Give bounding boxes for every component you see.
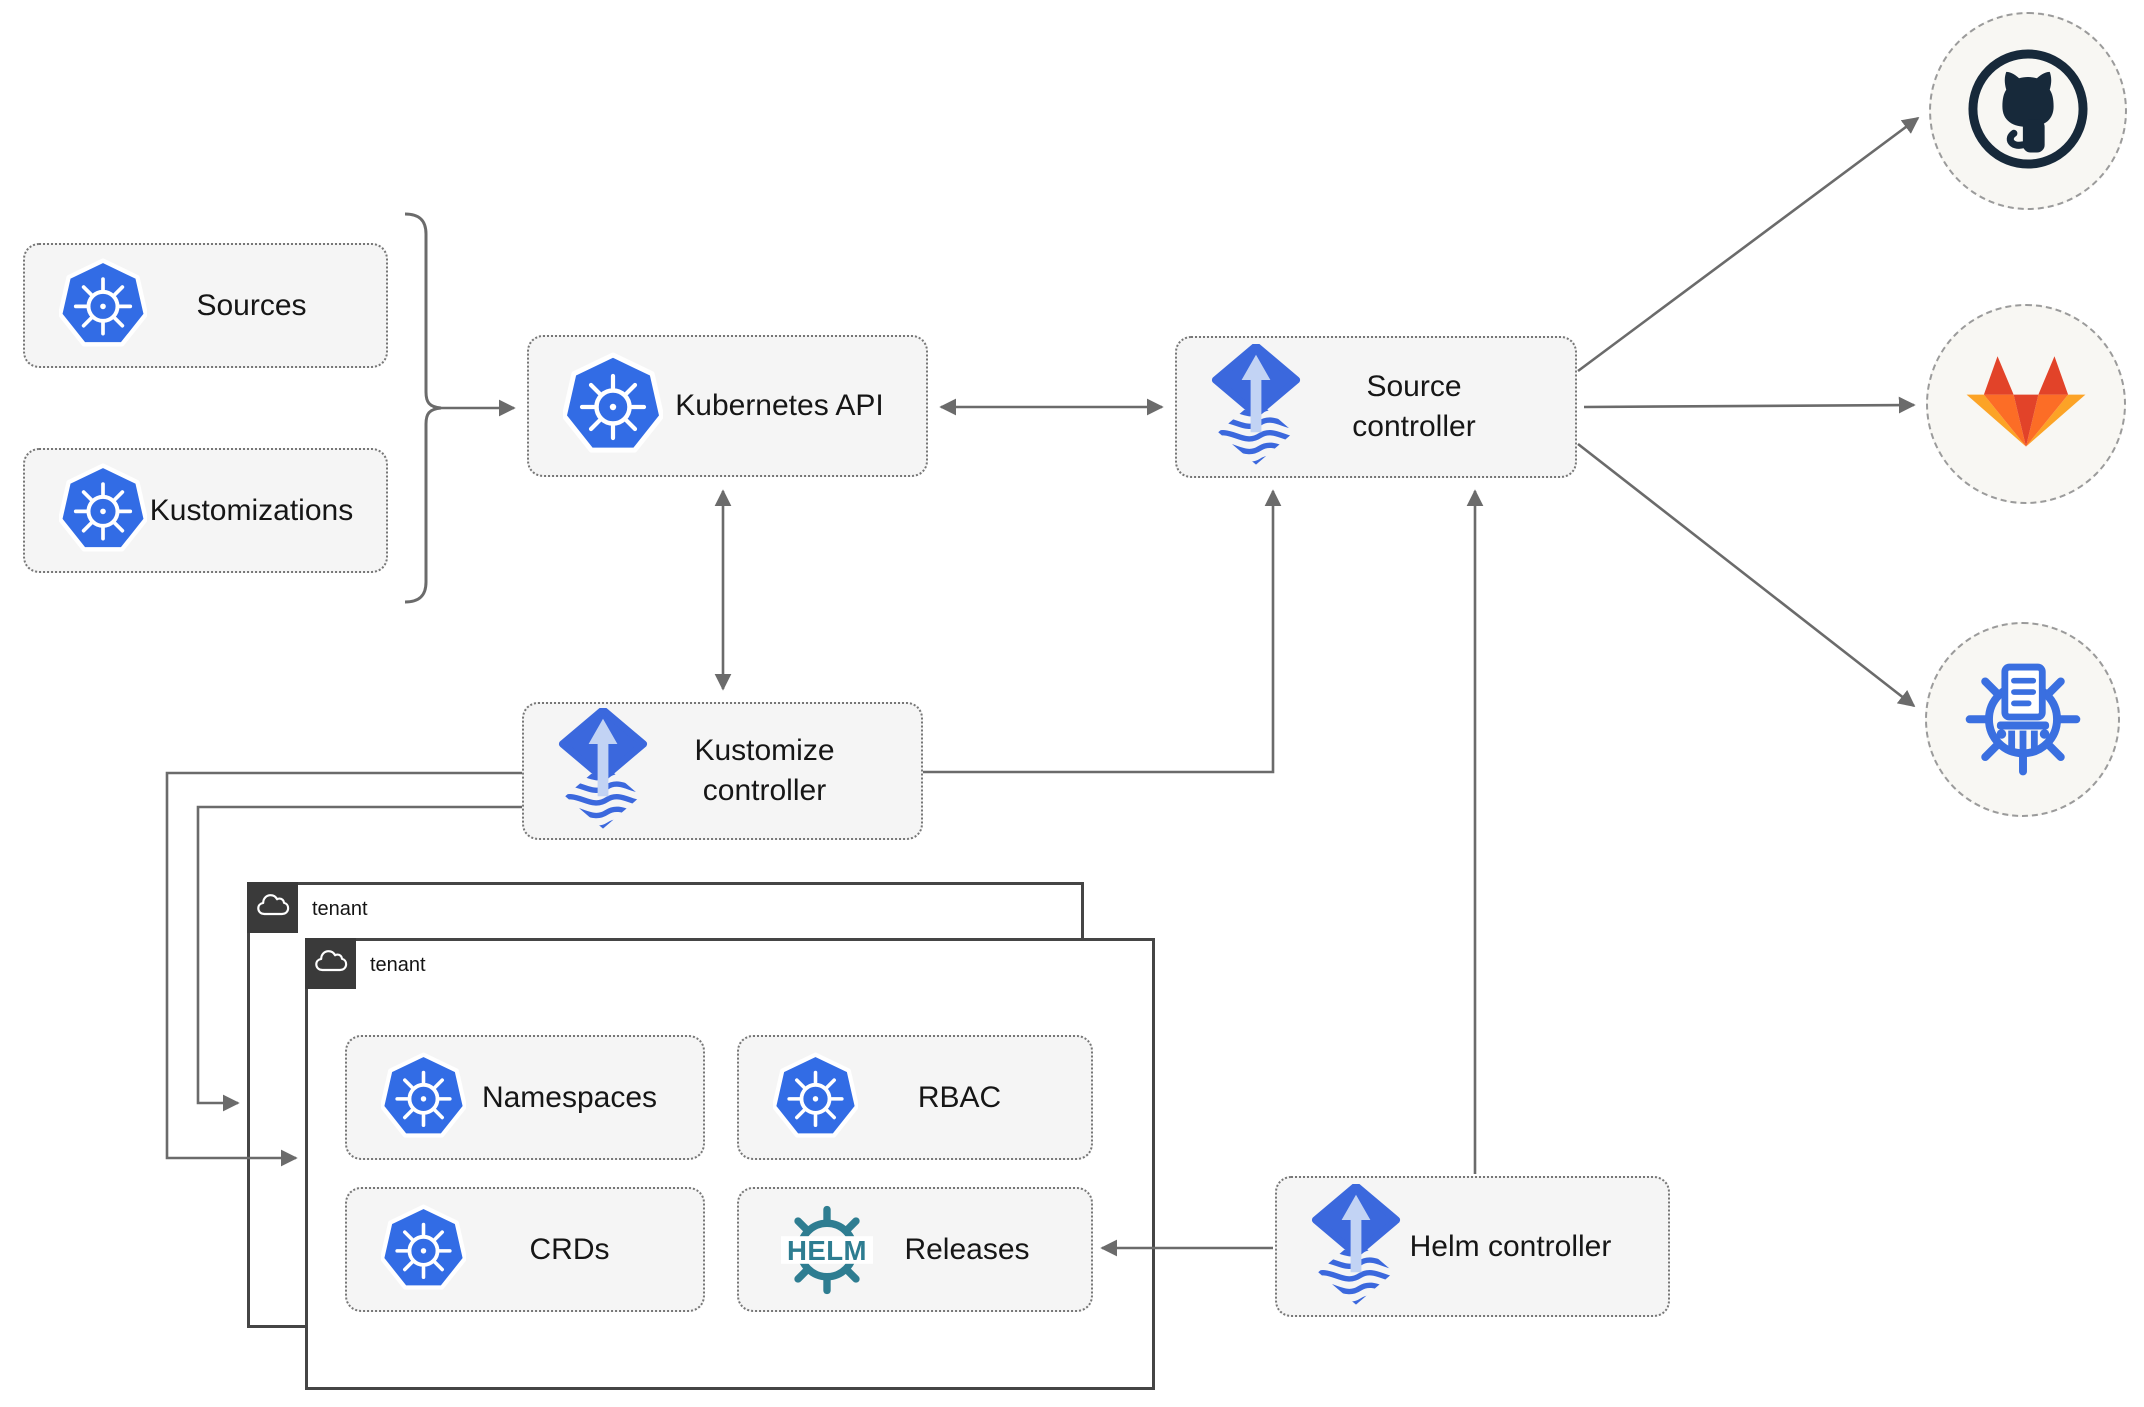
endpoint-github xyxy=(1929,12,2127,210)
kubernetes-icon xyxy=(563,352,663,460)
tenant-outer-label: tenant xyxy=(312,898,368,920)
node-sources: Sources xyxy=(23,243,388,368)
flux-icon xyxy=(1311,1184,1401,1310)
node-label: CRDs xyxy=(529,1232,610,1266)
endpoint-helm-repository xyxy=(1925,622,2120,817)
node-kustomize-controller: Kustomize controller xyxy=(522,702,923,840)
cloud-icon xyxy=(313,946,349,981)
node-label: Releases xyxy=(904,1232,1030,1266)
node-kustomizations: Kustomizations xyxy=(23,448,388,573)
edge-source-gitlab xyxy=(1583,396,1916,414)
edge-source-helmrepo xyxy=(1577,442,1916,708)
node-helm-controller: Helm controller xyxy=(1275,1176,1670,1317)
node-label: Namespaces xyxy=(481,1080,658,1114)
kubernetes-icon xyxy=(773,1052,858,1144)
node-namespaces: Namespaces xyxy=(345,1035,705,1160)
node-label: Source controller xyxy=(1352,370,1476,443)
brace xyxy=(404,212,442,604)
tenant-inner-tab xyxy=(305,938,356,989)
node-crds: CRDs xyxy=(345,1187,705,1312)
chartmuseum-icon xyxy=(1964,658,2082,781)
node-source-controller: Source controller xyxy=(1175,336,1577,478)
flux-icon xyxy=(1211,344,1301,470)
kubernetes-icon xyxy=(59,463,147,558)
node-label: Kubernetes API xyxy=(675,389,884,423)
github-icon xyxy=(1964,45,2092,178)
kubernetes-icon xyxy=(381,1204,466,1296)
node-label: RBAC xyxy=(917,1080,1002,1114)
cloud-icon xyxy=(255,890,291,925)
node-label: Kustomize controller xyxy=(694,734,835,807)
edge-source-github xyxy=(1577,116,1920,373)
node-kubernetes-api: Kubernetes API xyxy=(527,335,928,477)
tenant-inner-label: tenant xyxy=(370,954,426,976)
node-label: Helm controller xyxy=(1409,1229,1612,1263)
endpoint-gitlab xyxy=(1926,304,2126,504)
tenant-inner-group: tenant xyxy=(305,938,1155,1390)
tenant-outer-tab xyxy=(247,882,298,933)
gitlab-icon xyxy=(1964,350,2088,459)
helm-icon xyxy=(781,1204,873,1296)
kubernetes-icon xyxy=(59,258,147,353)
kubernetes-icon xyxy=(381,1052,466,1144)
node-rbac: RBAC xyxy=(737,1035,1093,1160)
node-label: Sources xyxy=(196,288,307,322)
node-releases: Releases xyxy=(737,1187,1093,1312)
flux-icon xyxy=(558,708,648,834)
node-label: Kustomizations xyxy=(149,493,354,527)
edge-kustomize-source xyxy=(923,489,1282,774)
